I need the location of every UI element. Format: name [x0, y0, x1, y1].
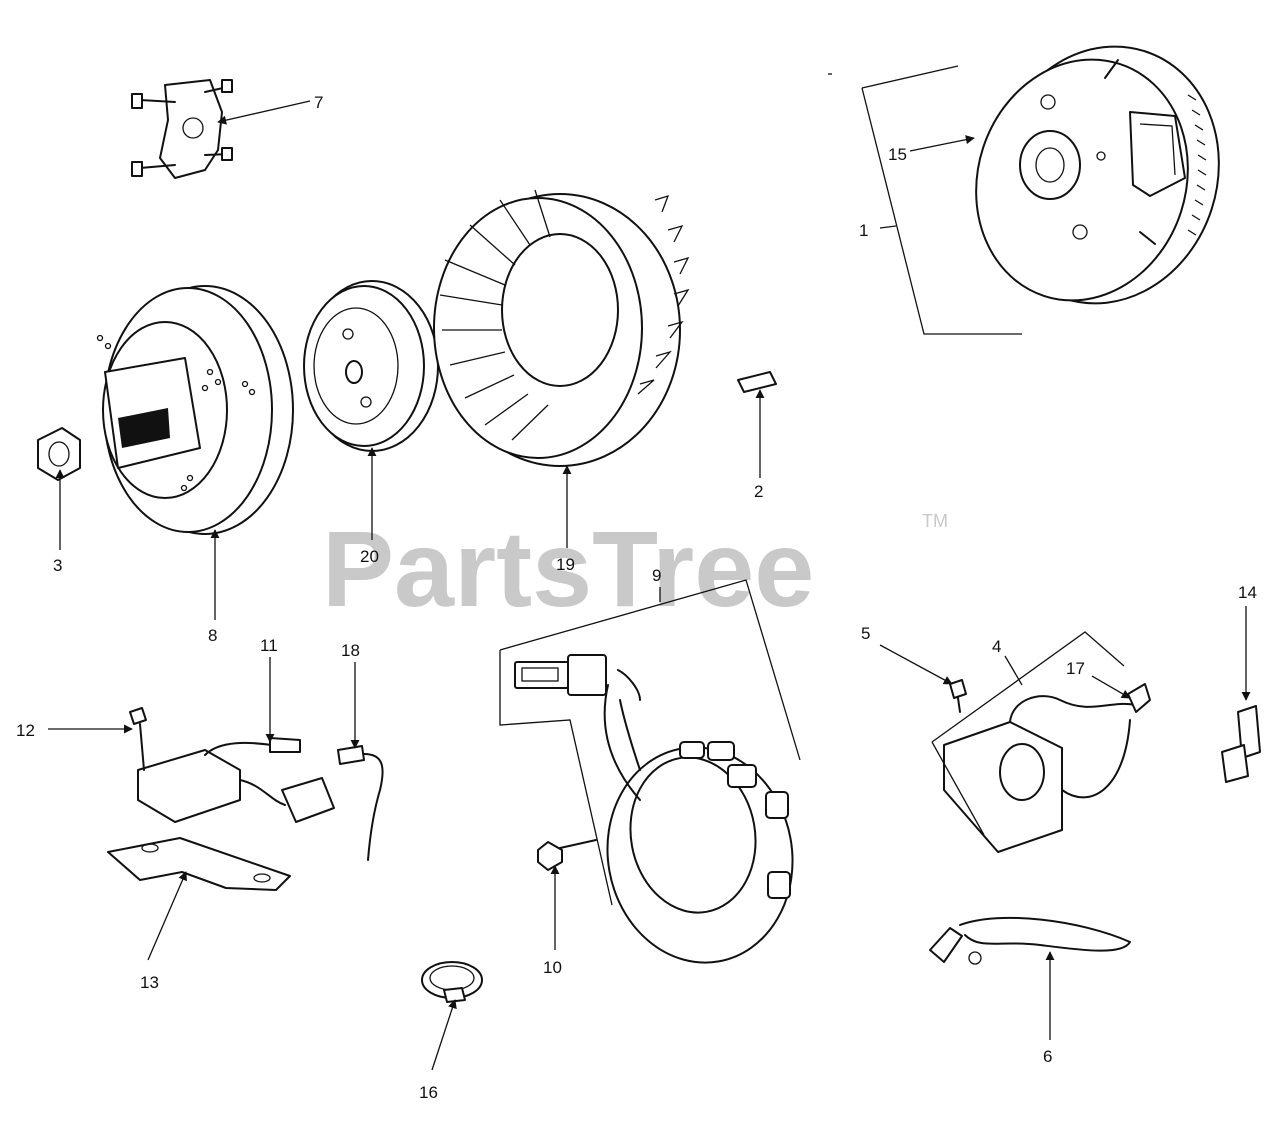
callout-5: 5: [861, 624, 870, 643]
part-2-key: [737, 371, 777, 393]
callout-10: 10: [543, 958, 562, 977]
part-7-bracket: [131, 79, 233, 179]
watermark-text: PartsTree: [322, 508, 814, 629]
callout-12: 12: [16, 721, 35, 740]
part-20-pulley: [303, 280, 439, 452]
part-18-sensor: [337, 745, 384, 861]
callout-16: 16: [419, 1083, 438, 1102]
part-6-wire: [929, 916, 1131, 965]
callout-17: 17: [1066, 659, 1085, 678]
part-4-ignition-module: [943, 679, 1151, 853]
part-13-bracket: [107, 837, 291, 891]
part-19-fan: [433, 189, 690, 467]
part-1-flywheel: [975, 45, 1220, 305]
callout-1: 1: [859, 221, 868, 240]
callout-6: 6: [1043, 1047, 1052, 1066]
callout-8: 8: [208, 626, 217, 645]
part-11-rectifier: [129, 707, 335, 823]
part-3-nut: [37, 427, 81, 481]
callout-13: 13: [140, 973, 159, 992]
callout-11: 11: [260, 636, 278, 655]
part-14-terminal: [1221, 705, 1261, 783]
callouts: 1 2 3 4 5 6 7 8 9 10 11 12 13 14 15 16 1…: [16, 93, 1257, 1102]
part-9-stator: [514, 654, 794, 964]
part-16-clamp: [421, 961, 483, 1003]
callout-4: 4: [992, 637, 1001, 656]
part-8-starter-cup: [96, 285, 294, 535]
callout-18: 18: [341, 641, 360, 660]
group-bracket-lines: [499, 65, 1125, 906]
callout-7: 7: [314, 93, 323, 112]
callout-15: 15: [888, 145, 907, 164]
callout-9: 9: [652, 566, 661, 585]
watermark-trademark: TM: [922, 511, 948, 531]
leader-lines: [48, 100, 1251, 1071]
callout-20: 20: [360, 547, 379, 566]
callout-2: 2: [754, 482, 763, 501]
callout-3: 3: [53, 556, 62, 575]
callout-14: 14: [1238, 583, 1257, 602]
callout-19: 19: [556, 555, 575, 574]
